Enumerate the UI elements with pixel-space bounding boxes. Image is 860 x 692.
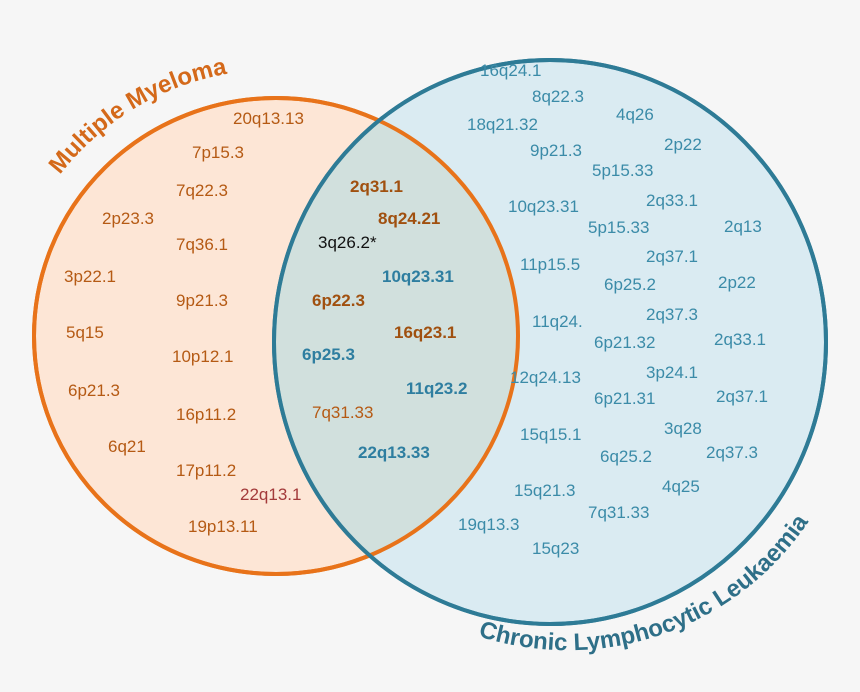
shared-locus-label: 6p22.3 [312,291,365,310]
shared-locus-label: 2q31.1 [350,177,403,196]
cll-locus-label: 11p15.5 [520,255,580,274]
cll-locus-label: 12q24.13 [510,368,581,387]
cll-locus-label: 2q37.1 [646,247,698,266]
cll-locus-label: 9p21.3 [530,141,582,160]
cll-locus-label: 2q37.3 [646,305,698,324]
cll-locus-label: 5p15.33 [588,218,649,237]
cll-only-loci: 16q24.1 8q22.3 4q26 18q21.32 9p21.3 2p22 5p15.… [458,61,768,558]
shared-locus-label: 7q31.33 [312,403,373,422]
cll-locus-label: 2q33.1 [646,191,698,210]
shared-locus-label: 10q23.31 [382,267,454,286]
mm-locus-label: 7p15.3 [192,143,244,162]
cll-locus-label: 19q13.3 [458,515,519,534]
cll-locus-label: 11q24. [532,312,583,331]
cll-locus-label: 15q23 [532,539,579,558]
cll-locus-label: 7q31.33 [588,503,649,522]
shared-locus-label: 3q26.2* [318,233,377,252]
cll-locus-label: 3p24.1 [646,363,698,382]
shared-locus-label: 11q23.2 [406,379,467,398]
cll-locus-label: 2q13 [724,217,762,236]
mm-locus-label: 19p13.11 [188,517,258,536]
cll-locus-label: 2q37.1 [716,387,768,406]
mm-locus-label: 20q13.13 [233,109,304,128]
cll-locus-label: 6p21.32 [594,333,655,352]
cll-locus-label: 2q37.3 [706,443,758,462]
cll-locus-label: 2p22 [664,135,702,154]
mm-locus-label: 22q13.1 [240,485,301,504]
cll-circle-outline [272,58,828,626]
mm-locus-label: 7q22.3 [176,181,228,200]
mm-locus-label: 9p21.3 [176,291,228,310]
mm-locus-label: 3p22.1 [64,267,116,286]
shared-locus-label: 8q24.21 [378,209,440,228]
cll-locus-label: 4q25 [662,477,700,496]
overlap-region [274,98,518,574]
mm-locus-label: 7q36.1 [176,235,228,254]
mm-locus-label: 10p12.1 [172,347,233,366]
shared-locus-label: 22q13.33 [358,443,430,462]
cll-locus-label: 4q26 [616,105,654,124]
mm-locus-label: 5q15 [66,323,104,342]
cll-locus-label: 10q23.31 [508,197,579,216]
cll-locus-label: 15q21.3 [514,481,575,500]
cll-locus-label: 8q22.3 [532,87,584,106]
shared-locus-label: 16q23.1 [394,323,456,342]
cll-locus-label: 6p25.2 [604,275,656,294]
mm-locus-label: 16p11.2 [176,405,236,424]
cll-locus-label: 2q33.1 [714,330,766,349]
cll-locus-label: 16q24.1 [480,61,541,80]
mm-locus-label: 2p23.3 [102,209,154,228]
cll-locus-label: 6p21.31 [594,389,655,408]
cll-locus-label: 2p22 [718,273,756,292]
shared-locus-label: 6p25.3 [302,345,355,364]
mm-locus-label: 17p11.2 [176,461,236,480]
mm-locus-label: 6p21.3 [68,381,120,400]
cll-locus-label: 3q28 [664,419,702,438]
mm-only-loci: 20q13.13 7p15.3 7q22.3 2p23.3 7q36.1 3p22.1 9p… [64,109,304,536]
cll-locus-label: 15q15.1 [520,425,581,444]
mm-circle-outline [32,96,520,576]
mm-locus-label: 6q21 [108,437,146,456]
cll-locus-label: 5p15.33 [592,161,653,180]
cll-locus-label: 6q25.2 [600,447,652,466]
cll-locus-label: 18q21.32 [467,115,538,134]
